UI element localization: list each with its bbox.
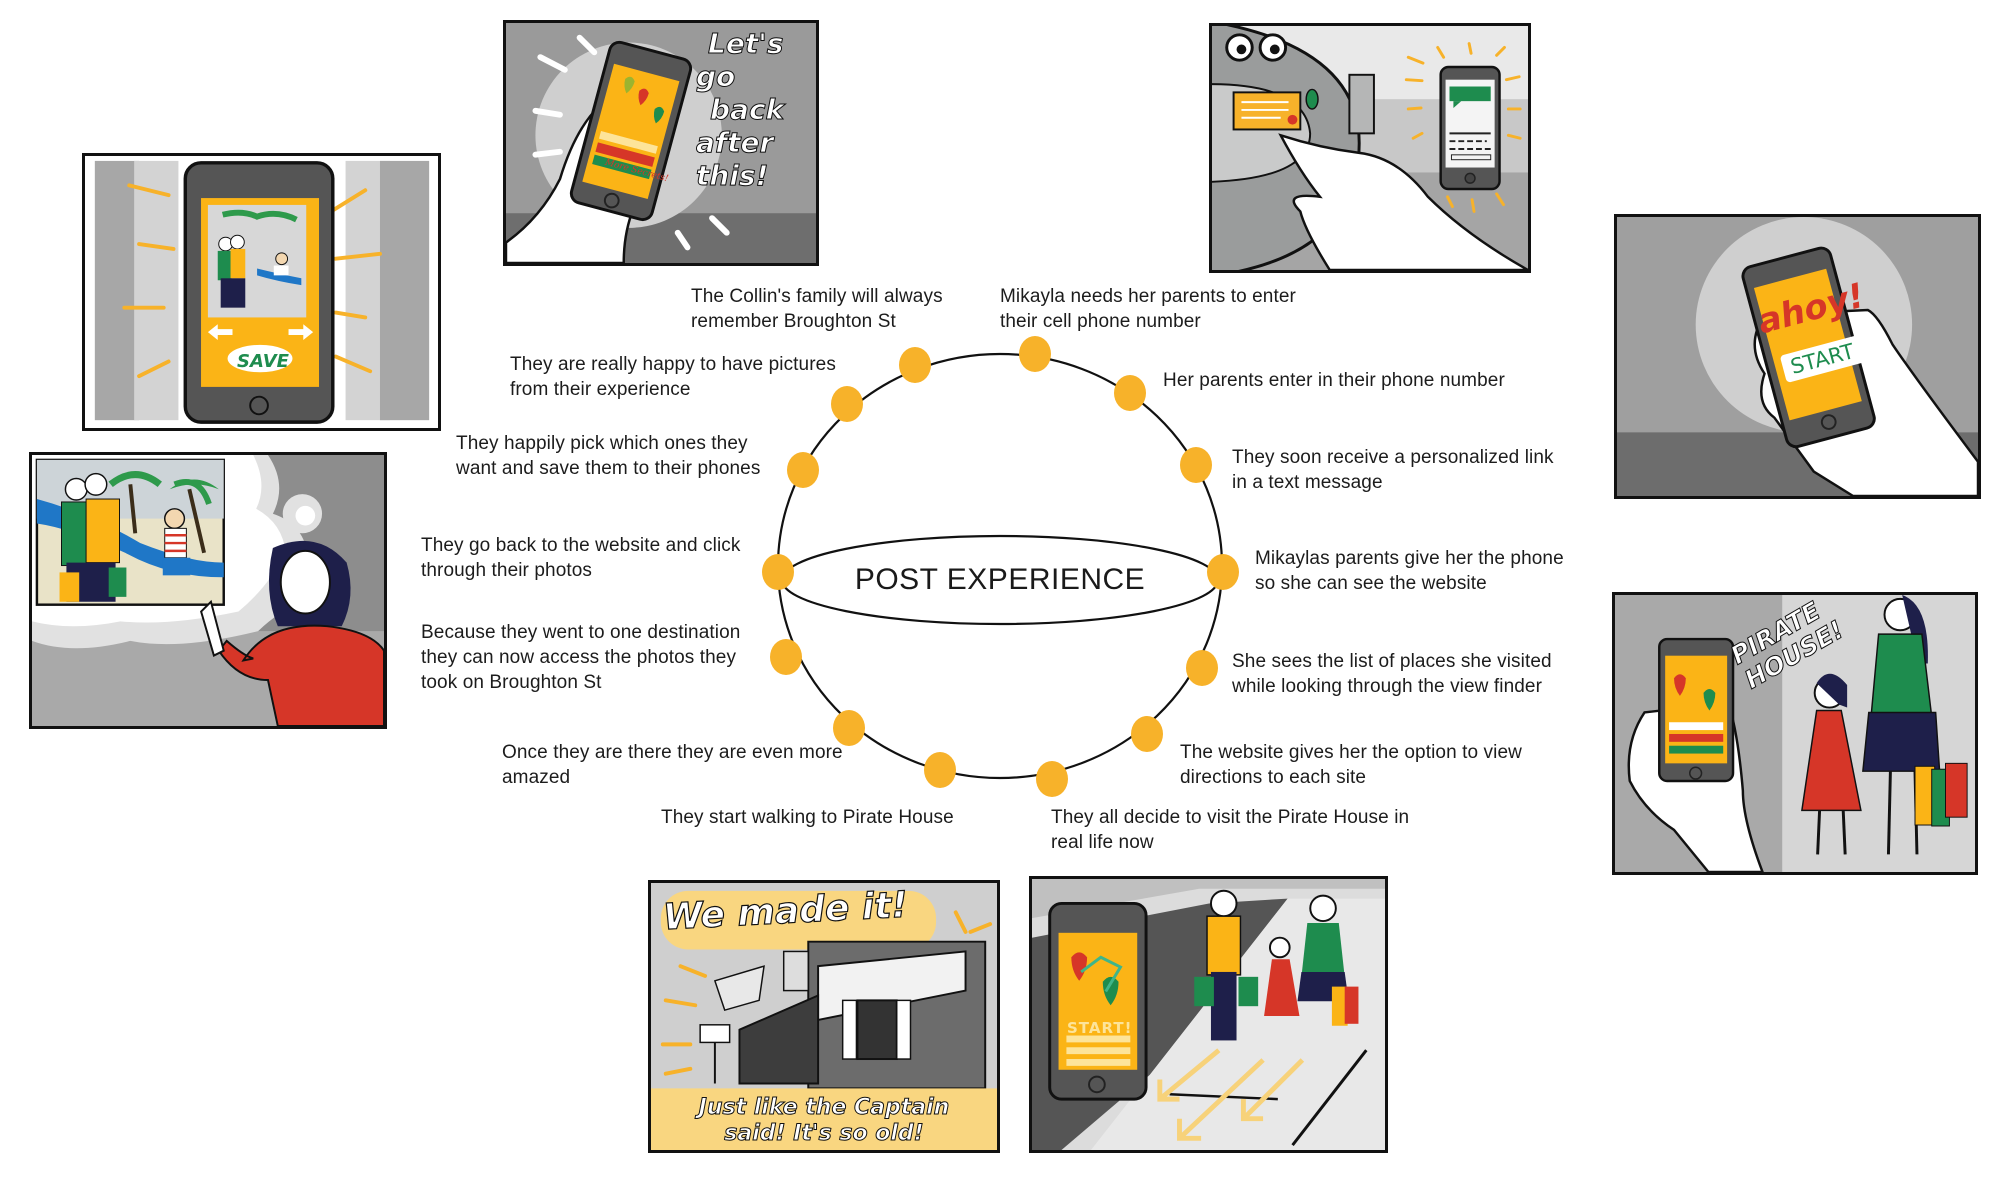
step-dots [762, 336, 1239, 797]
excitement-rays [532, 34, 730, 251]
shout-line-3: back [709, 93, 785, 127]
walking-direction-arrows [1157, 1048, 1305, 1141]
diagram-title: POST EXPERIENCE [854, 563, 1146, 596]
step-dot-5 [1186, 650, 1218, 686]
step-label-3: They soon receive a personalized link in… [1232, 447, 1554, 493]
step-dot-6 [1131, 716, 1163, 752]
panel-photo-memory [29, 452, 387, 729]
mother-figure [1297, 894, 1359, 1026]
keypad-icon [1232, 91, 1302, 131]
step-label-10: Because they went to one destination the… [421, 622, 741, 693]
step-dot-8 [924, 752, 956, 788]
made-it-footer: Just like the Captain said! It's so old! [651, 1095, 997, 1147]
panel-personalized-link: ahoy! START [1614, 214, 1981, 499]
mother-figure [1862, 595, 1941, 855]
panel-viewfinder-phone-entry [1209, 23, 1531, 273]
girl-figure [200, 540, 384, 726]
step-label-6: The website gives her the option to view… [1180, 742, 1522, 788]
panel-go-back-later: More Secrets! Let's go back after this! [503, 20, 819, 266]
step-label-7: They all decide to visit the Pirate Hous… [1051, 807, 1410, 853]
step-label-2: Her parents enter in their phone number [1163, 370, 1505, 391]
step-dot-3 [1180, 447, 1212, 483]
girl-figure [1801, 673, 1862, 855]
alert-rays [1404, 42, 1522, 213]
couple-figures [59, 472, 127, 602]
step-dot-2 [1114, 375, 1146, 411]
beach-photo [35, 458, 225, 606]
shout-line-1: Let's [707, 27, 784, 61]
step-label-13: They are really happy to have pictures f… [510, 354, 836, 400]
pointing-hand-icon [200, 599, 225, 657]
step-dot-1 [1019, 336, 1051, 372]
map-pin-icon [638, 88, 649, 106]
phone-icon [1439, 65, 1501, 191]
step-label-8: They start walking to Pirate House [661, 807, 954, 828]
panel-pirate-house-directions: PIRATE HOUSE! [1612, 592, 1978, 875]
save-button[interactable]: SAVE [237, 351, 289, 372]
pirate-figure [162, 508, 191, 576]
flag-icon [713, 965, 765, 1012]
shout-line-4: after [695, 126, 774, 160]
pirate-house-building [699, 940, 987, 1090]
previous-arrow-icon[interactable] [207, 324, 233, 340]
map-pin-icon [653, 106, 665, 124]
step-dot-12 [787, 452, 819, 488]
footer-line-1: Just like the Captain [698, 1095, 950, 1121]
step-label-14: The Collin's family will always remember… [691, 286, 943, 332]
step-dot-14 [899, 347, 931, 383]
panel-walking-to-pirate-house: START! [1029, 876, 1388, 1153]
step-label-12: They happily pick which ones they want a… [456, 433, 761, 479]
excitement-rays [660, 910, 993, 1076]
girl-figure [1264, 936, 1300, 1016]
walking-start-label[interactable]: START! [1067, 1019, 1133, 1037]
father-figure [1194, 889, 1259, 1041]
map-pin-icon [624, 76, 635, 94]
panel-arrived-pirate-house: We made it! Just like the Captain said! … [648, 880, 1000, 1153]
phone-icon [1658, 637, 1735, 783]
shopping-bags-icon [1914, 762, 1968, 827]
step-dot-9 [833, 710, 865, 746]
step-dot-7 [1036, 761, 1068, 797]
step-label-9: Once they are there they are even more a… [502, 742, 843, 788]
step-dot-10 [770, 639, 802, 675]
go-back-shout: Let's go back after this! [695, 27, 785, 193]
footer-line-2: said! It's so old! [724, 1121, 924, 1147]
next-arrow-icon[interactable] [288, 324, 314, 340]
phone-icon [183, 161, 335, 424]
step-dot-4 [1207, 554, 1239, 590]
step-dot-11 [762, 554, 794, 590]
shout-line-5: this! [695, 159, 769, 193]
step-label-11: They go back to the website and click th… [421, 535, 741, 581]
phone-icon [1048, 901, 1148, 1101]
palm-tree-icon [108, 471, 219, 554]
shout-line-2: go [695, 60, 736, 94]
panel-save-photos: SAVE [82, 153, 441, 431]
phone-icon [569, 40, 693, 222]
step-dot-13 [831, 386, 863, 422]
sign-icon [699, 1024, 731, 1044]
step-label-1: Mikayla needs her parents to enter their… [1000, 286, 1296, 332]
step-label-4: Mikaylas parents give her the phone so s… [1255, 548, 1564, 594]
step-label-5: She sees the list of places she visited … [1232, 651, 1552, 697]
pointing-hand-icon [1278, 133, 1528, 270]
